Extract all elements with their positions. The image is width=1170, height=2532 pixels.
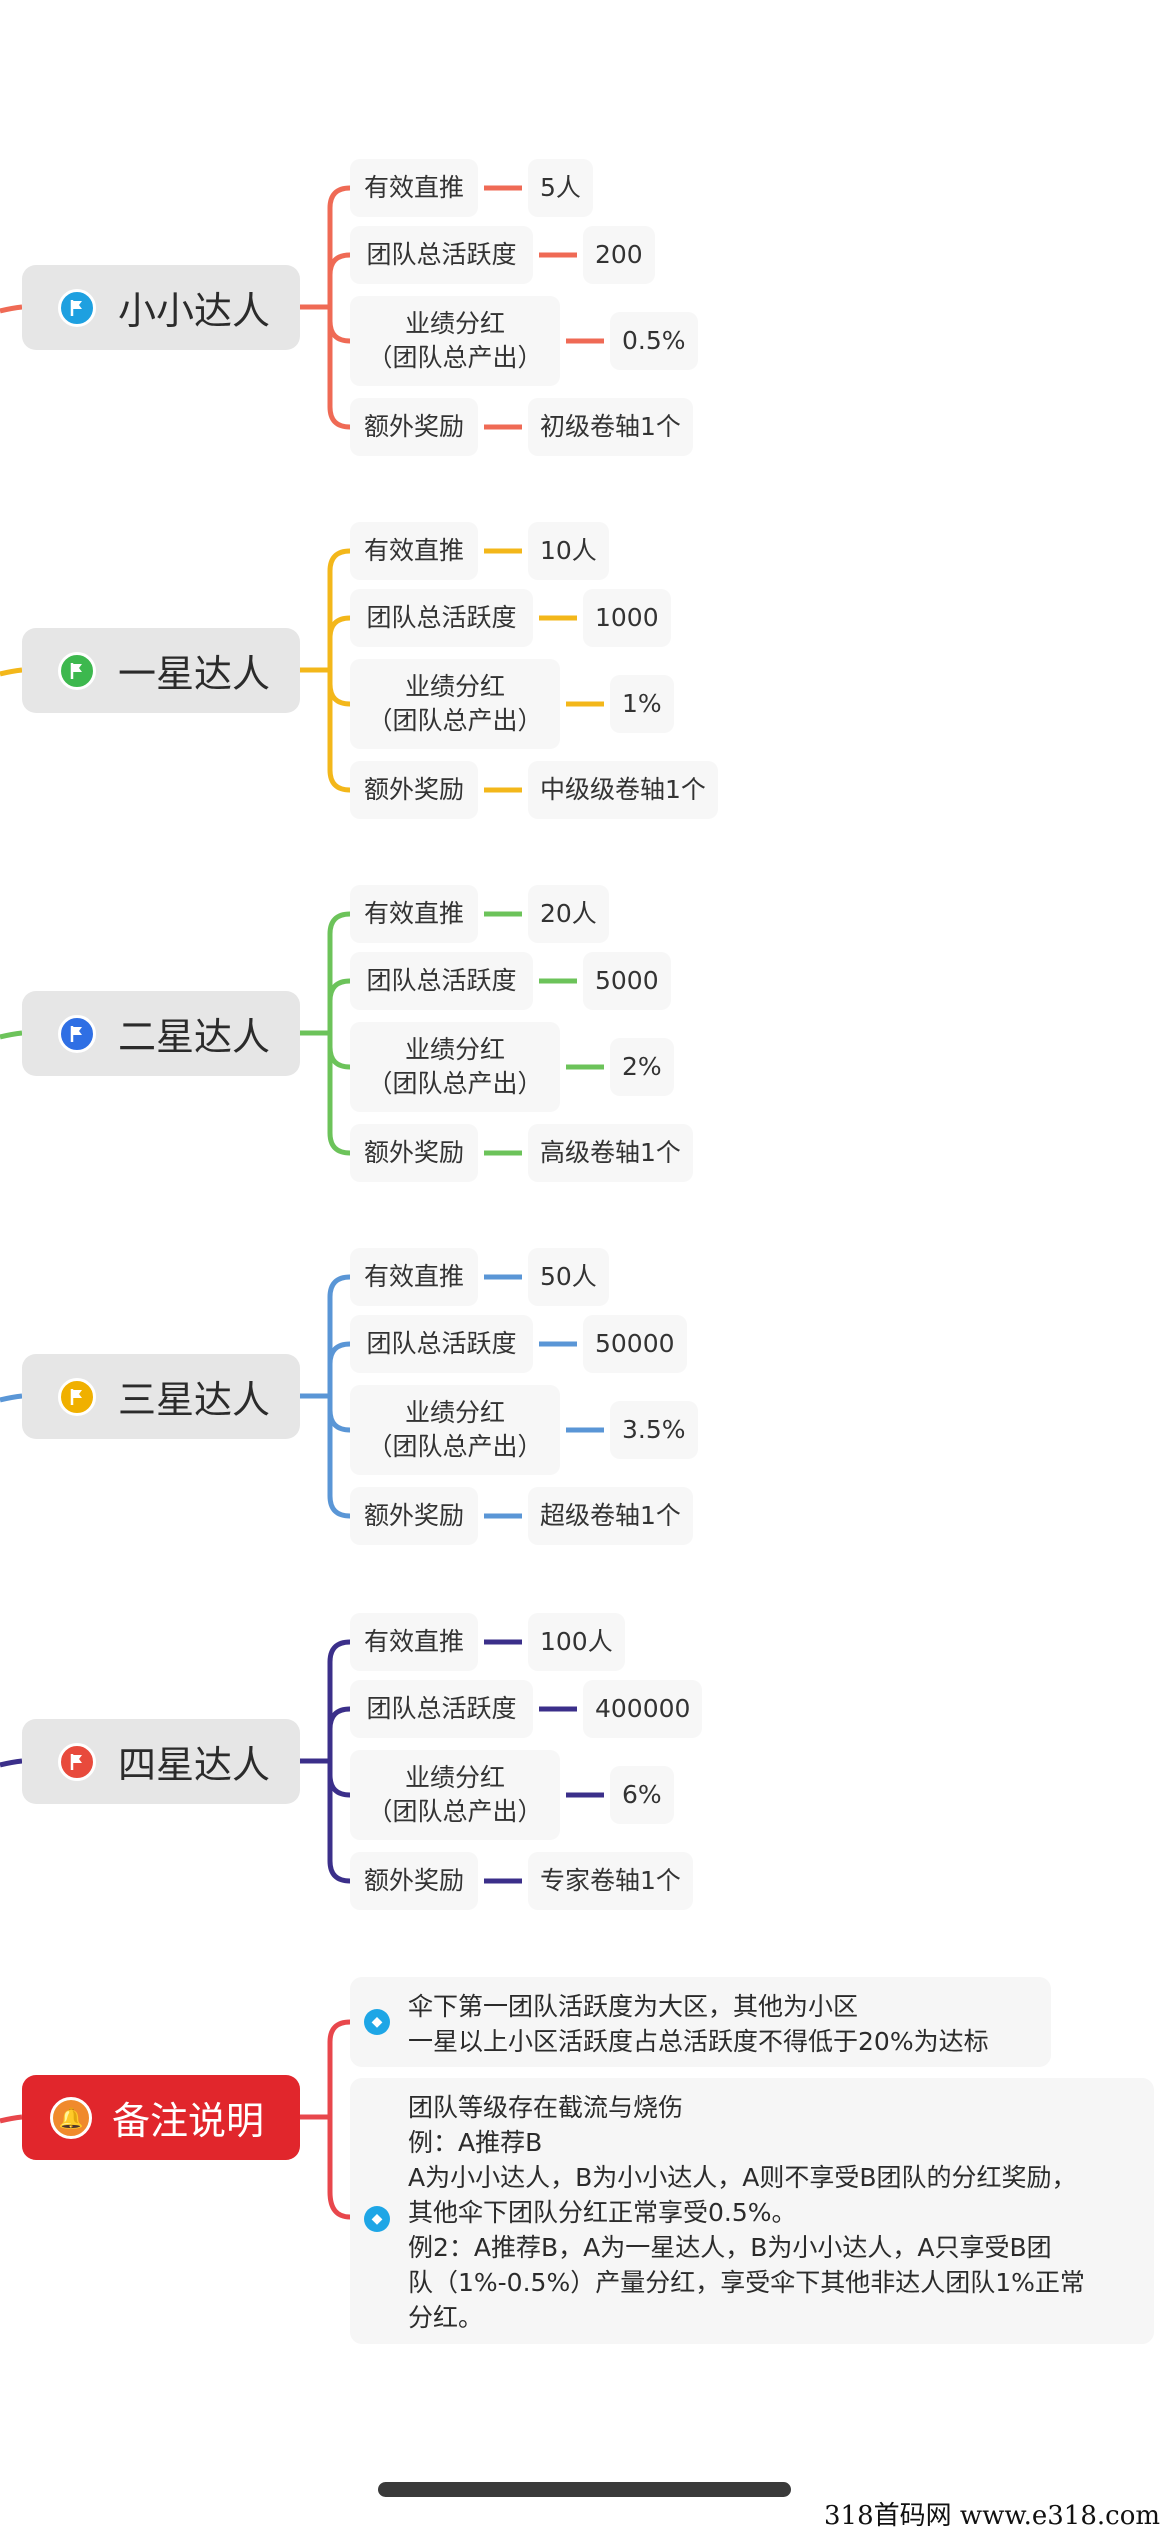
criterion-value[interactable]: 2% (610, 1038, 674, 1096)
criterion-value[interactable]: 0.5% (610, 312, 698, 370)
criterion-label[interactable]: 团队总活跃度 (350, 1680, 533, 1738)
criterion-value[interactable]: 200 (583, 226, 655, 284)
criterion-value[interactable]: 超级卷轴1个 (528, 1487, 693, 1545)
criterion-label[interactable]: 额外奖励 (350, 761, 478, 819)
note-item-2[interactable]: ◆ 团队等级存在截流与烧伤 例：A推荐B A为小小达人，B为小小达人，A则不享受… (350, 2078, 1154, 2344)
criterion-label[interactable]: 业绩分红 （团队总产出） (350, 296, 560, 386)
criterion-label[interactable]: 额外奖励 (350, 1487, 478, 1545)
level-section: 三星达人 有效直推 50人团队总活跃度 50000 业绩分红 （团队总产出） 3.5% 额外… (0, 1216, 1170, 1576)
level-node[interactable]: 二星达人 (22, 991, 300, 1076)
flag-icon (58, 1742, 96, 1781)
criterion-label[interactable]: 有效直推 (350, 885, 478, 943)
criterion-label[interactable]: 有效直推 (350, 159, 478, 217)
level-title: 一星达人 (118, 652, 271, 696)
note-line: 一星以上小区活跃度占总活跃度不得低于20%为达标 (408, 2027, 989, 2056)
level-node[interactable]: 四星达人 (22, 1719, 300, 1804)
level-section: 一星达人 有效直推 10人团队总活跃度 1000 业绩分红 （团队总产出） 1% 额外奖励中… (0, 490, 1170, 850)
bell-icon: 🔔 (50, 2096, 92, 2139)
diamond-icon: ◆ (364, 2009, 390, 2035)
note-line: A为小小达人，B为小小达人，A则不享受B团队的分红奖励， (408, 2163, 1077, 2192)
flag-icon (58, 1014, 96, 1053)
level-title: 小小达人 (118, 289, 271, 333)
criterion-label[interactable]: 团队总活跃度 (350, 589, 533, 647)
criterion-value[interactable]: 1000 (583, 589, 671, 647)
criterion-label[interactable]: 额外奖励 (350, 1852, 478, 1910)
criterion-value[interactable]: 中级级卷轴1个 (528, 761, 718, 819)
criterion-value[interactable]: 初级卷轴1个 (528, 398, 693, 456)
note-item-1[interactable]: ◆ 伞下第一团队活跃度为大区，其他为小区 一星以上小区活跃度占总活跃度不得低于2… (350, 1977, 1051, 2067)
criterion-label[interactable]: 有效直推 (350, 1613, 478, 1671)
note-line: 其他伞下团队分红正常享受0.5%。 (408, 2198, 797, 2227)
criterion-label[interactable]: 有效直推 (350, 1248, 478, 1306)
criterion-label[interactable]: 额外奖励 (350, 398, 478, 456)
notes-title: 备注说明 (112, 2099, 265, 2143)
criterion-label[interactable]: 业绩分红 （团队总产出） (350, 1022, 560, 1112)
criterion-label[interactable]: 额外奖励 (350, 1124, 478, 1182)
criterion-value[interactable]: 50人 (528, 1248, 609, 1306)
criterion-value[interactable]: 高级卷轴1个 (528, 1124, 693, 1182)
criterion-label[interactable]: 团队总活跃度 (350, 952, 533, 1010)
level-title: 三星达人 (118, 1378, 271, 1422)
level-node[interactable]: 三星达人 (22, 1354, 300, 1439)
notes-connector (0, 2019, 351, 2220)
notes-section: 🔔 备注说明 ◆ 伞下第一团队活跃度为大区，其他为小区 一星以上小区活跃度占总活… (0, 1937, 1170, 2377)
level-title: 二星达人 (118, 1015, 271, 1059)
note-line: 伞下第一团队活跃度为大区，其他为小区 (408, 1992, 859, 2021)
criterion-value[interactable]: 50000 (583, 1315, 687, 1373)
level-section: 二星达人 有效直推 20人团队总活跃度 5000 业绩分红 （团队总产出） 2% 额外奖励高… (0, 853, 1170, 1213)
criterion-value[interactable]: 100人 (528, 1613, 625, 1671)
connector-lines (0, 1639, 604, 1884)
connector-lines (0, 185, 604, 430)
criterion-value[interactable]: 1% (610, 675, 674, 733)
criterion-label[interactable]: 团队总活跃度 (350, 226, 533, 284)
level-section: 四星达人 有效直推 100人团队总活跃度 400000 业绩分红 （团队总产出） 6% 额外… (0, 1581, 1170, 1941)
criterion-value[interactable]: 5000 (583, 952, 671, 1010)
note-line: 团队等级存在截流与烧伤 (408, 2093, 684, 2122)
criterion-value[interactable]: 10人 (528, 522, 609, 580)
criterion-value[interactable]: 6% (610, 1766, 674, 1824)
criterion-label[interactable]: 有效直推 (350, 522, 478, 580)
note-line: 分红。 (408, 2303, 484, 2332)
connector-lines (0, 911, 604, 1156)
note-line: 例2：A推荐B，A为一星达人，B为小小达人，A只享受B团 (408, 2233, 1052, 2262)
flag-icon (58, 288, 96, 327)
criterion-label[interactable]: 业绩分红 （团队总产出） (350, 1750, 560, 1840)
criterion-label[interactable]: 业绩分红 （团队总产出） (350, 1385, 560, 1475)
flag-icon (58, 651, 96, 690)
criterion-value[interactable]: 400000 (583, 1680, 703, 1738)
level-title: 四星达人 (118, 1743, 271, 1787)
note-line: 例：A推荐B (408, 2128, 543, 2157)
criterion-value[interactable]: 3.5% (610, 1401, 698, 1459)
criterion-label[interactable]: 业绩分红 （团队总产出） (350, 659, 560, 749)
notes-node[interactable]: 🔔 备注说明 (22, 2075, 300, 2160)
criterion-value[interactable]: 5人 (528, 159, 593, 217)
level-section: 小小达人 有效直推 5人团队总活跃度 200 业绩分红 （团队总产出） 0.5% 额外奖励初… (0, 127, 1170, 487)
criterion-value[interactable]: 20人 (528, 885, 609, 943)
level-node[interactable]: 一星达人 (22, 628, 300, 713)
level-node[interactable]: 小小达人 (22, 265, 300, 350)
criterion-value[interactable]: 专家卷轴1个 (528, 1852, 693, 1910)
flag-icon (58, 1377, 96, 1416)
diamond-icon: ◆ (364, 2206, 390, 2232)
connector-lines (0, 548, 604, 793)
connector-lines (0, 1274, 604, 1519)
home-indicator[interactable] (378, 2482, 791, 2497)
note-line: 队（1%-0.5%）产量分红，享受伞下其他非达人团队1%正常 (408, 2268, 1085, 2297)
criterion-label[interactable]: 团队总活跃度 (350, 1315, 533, 1373)
watermark: 318首码网 www.e318.com (820, 2495, 1164, 2532)
